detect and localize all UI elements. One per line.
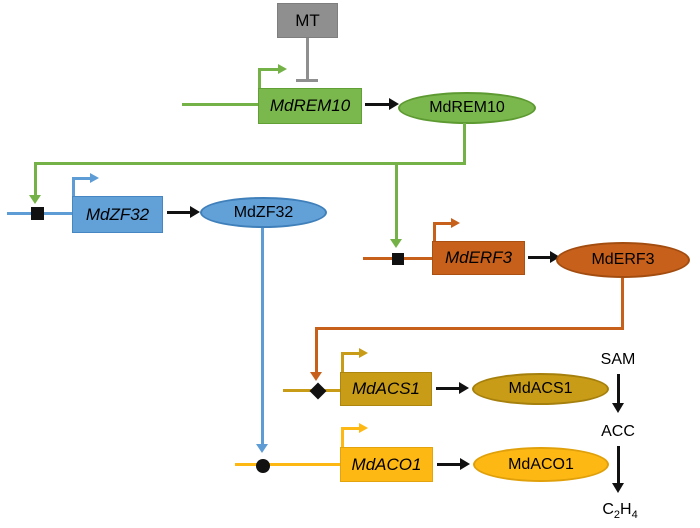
zf32-protein-ellipse: MdZF32 bbox=[200, 197, 327, 228]
erf3-protein-label: MdERF3 bbox=[591, 251, 655, 268]
aco1-dna-line bbox=[235, 463, 340, 466]
rem10-gene-label: MdREM10 bbox=[269, 96, 351, 115]
rem10-to-zf32-arrowhead-icon bbox=[29, 195, 41, 204]
sam-to-acc-arrow bbox=[617, 374, 620, 404]
sam-label: SAM bbox=[600, 351, 636, 368]
aco1-binding-site-circle-icon bbox=[256, 459, 270, 473]
rem10-to-erf3-line bbox=[395, 164, 398, 240]
mt-box: MT bbox=[277, 3, 338, 38]
zf32-protein-label: MdZF32 bbox=[233, 203, 294, 221]
rem10-expression-arrowhead-icon bbox=[389, 98, 399, 110]
rem10-protein-label: MdREM10 bbox=[429, 99, 505, 116]
erf3-expression-arrow bbox=[528, 256, 551, 259]
aco1-gene-box: MdACO1 bbox=[340, 447, 433, 482]
acs1-binding-site-diamond-icon bbox=[309, 382, 327, 400]
acs1-promoter-arrowhead-icon bbox=[359, 348, 368, 358]
ethylene-sub2: 2 bbox=[613, 509, 620, 522]
ethylene-h: H bbox=[620, 501, 632, 518]
aco1-promoter-arrowhead-icon bbox=[359, 423, 368, 433]
rem10-to-erf3-arrowhead-icon bbox=[390, 239, 402, 248]
rem10-promoter-arrow bbox=[258, 68, 261, 89]
rem10-promoter-arrowhead-icon bbox=[278, 64, 287, 74]
ethylene-sub4: 4 bbox=[631, 509, 638, 522]
aco1-protein-ellipse: MdACO1 bbox=[473, 447, 609, 482]
aco1-protein-label: MdACO1 bbox=[508, 455, 574, 473]
erf3-gene-label: MdERF3 bbox=[444, 248, 513, 267]
ethylene-label: C2H4 bbox=[602, 501, 637, 521]
acs1-expression-arrow bbox=[436, 387, 460, 390]
zf32-binding-site-square-icon bbox=[31, 207, 44, 220]
rem10-dna-line bbox=[182, 103, 258, 106]
sam-to-acc-arrowhead-icon bbox=[612, 403, 624, 413]
erf3-output-line bbox=[621, 278, 624, 329]
rem10-output-line bbox=[463, 123, 466, 164]
erf3-promoter-arrow bbox=[433, 222, 452, 225]
rem10-gene-box: MdREM10 bbox=[258, 88, 362, 124]
rem10-expression-arrow bbox=[365, 103, 390, 106]
acs1-expression-arrowhead-icon bbox=[459, 382, 469, 394]
zf32-to-aco1-line bbox=[261, 228, 264, 445]
mt-inhibition-line bbox=[306, 38, 309, 80]
zf32-expression-arrowhead-icon bbox=[190, 206, 200, 218]
erf3-promoter-arrow bbox=[433, 222, 436, 241]
erf3-to-acs1-arrowhead-icon bbox=[310, 372, 322, 381]
zf32-promoter-arrowhead-icon bbox=[90, 173, 99, 183]
erf3-binding-site-square-icon bbox=[392, 253, 404, 265]
zf32-promoter-arrow bbox=[72, 177, 75, 198]
zf32-to-aco1-arrowhead-icon bbox=[256, 444, 268, 453]
acs1-promoter-arrow bbox=[341, 352, 360, 355]
acc-label: ACC bbox=[601, 423, 635, 440]
rem10-output-line bbox=[34, 162, 466, 165]
erf3-protein-ellipse: MdERF3 bbox=[556, 242, 690, 278]
rem10-promoter-arrow bbox=[258, 68, 279, 71]
rem10-to-zf32-line bbox=[34, 164, 37, 196]
aco1-expression-arrowhead-icon bbox=[460, 458, 470, 470]
erf3-to-acs1-line bbox=[315, 330, 318, 373]
zf32-gene-box: MdZF32 bbox=[72, 196, 163, 233]
mt-label: MT bbox=[295, 10, 320, 30]
erf3-output-line bbox=[315, 327, 624, 330]
erf3-promoter-arrowhead-icon bbox=[451, 218, 460, 228]
acs1-promoter-arrow bbox=[341, 352, 344, 372]
aco1-gene-label: MdACO1 bbox=[351, 454, 422, 474]
erf3-gene-box: MdERF3 bbox=[432, 241, 525, 275]
acs1-gene-box: MdACS1 bbox=[340, 372, 432, 406]
mt-inhibition-tbar-icon bbox=[296, 79, 318, 82]
zf32-gene-label: MdZF32 bbox=[85, 204, 150, 224]
aco1-expression-arrow bbox=[437, 463, 461, 466]
zf32-expression-arrow bbox=[167, 211, 191, 214]
aco1-promoter-arrow bbox=[341, 427, 344, 447]
aco1-promoter-arrow bbox=[341, 427, 360, 430]
erf3-expression-arrowhead-icon bbox=[550, 251, 560, 263]
acs1-protein-label: MdACS1 bbox=[508, 380, 573, 397]
acc-to-ethylene-arrow bbox=[617, 446, 620, 484]
ethylene-c: C bbox=[602, 501, 614, 518]
acs1-gene-label: MdACS1 bbox=[351, 379, 421, 398]
rem10-protein-ellipse: MdREM10 bbox=[398, 92, 536, 124]
acs1-protein-ellipse: MdACS1 bbox=[472, 373, 609, 405]
zf32-promoter-arrow bbox=[72, 177, 91, 180]
acc-to-ethylene-arrowhead-icon bbox=[612, 483, 624, 493]
